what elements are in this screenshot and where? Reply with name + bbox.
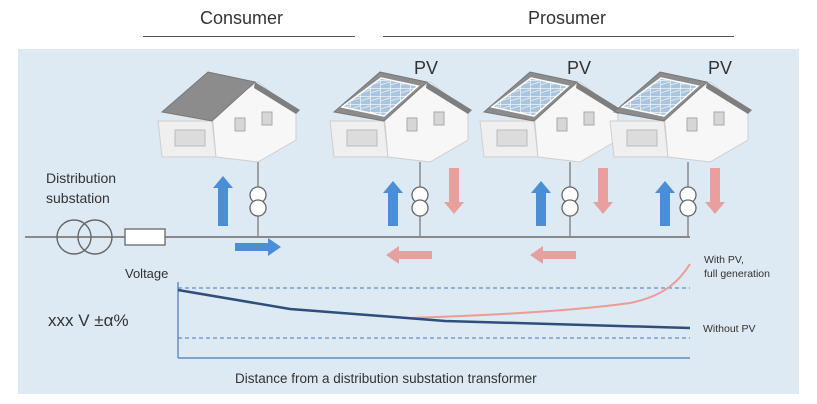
reverse-flow-down-arrow: [705, 168, 725, 214]
power-flow-up-arrow: [383, 181, 403, 226]
pv-label: PV: [414, 58, 439, 78]
substation-label: Distribution substation: [46, 168, 116, 208]
house-prosumer-2: [479, 71, 622, 163]
house-prosumer-1: [329, 71, 472, 163]
without-pv-voltage-curve: [177, 288, 691, 330]
consumer-header-underline: [143, 36, 355, 37]
pv-label: PV: [567, 58, 592, 78]
substation-transformer-icon: [56, 219, 113, 255]
reverse-flow-left-arrow: [530, 246, 576, 264]
house-prosumer-3: [609, 71, 752, 163]
prosumer-header-underline: [383, 36, 734, 37]
nominal-voltage-label: xxx V ±α%: [48, 311, 129, 330]
pole-transformer-icon: [411, 186, 429, 217]
with-pv-legend: With PV, full generation: [704, 253, 770, 281]
pv-label: PV: [708, 58, 733, 78]
breaker-box: [124, 228, 166, 246]
x-axis-label: Distance from a distribution substation …: [235, 371, 537, 386]
pole-transformer-icon: [561, 186, 579, 217]
power-flow-up-arrow: [213, 176, 233, 226]
power-flow-up-arrow: [655, 181, 675, 226]
reverse-flow-down-arrow: [444, 168, 464, 214]
reverse-flow-left-arrow: [386, 246, 432, 264]
house-consumer: [157, 71, 300, 163]
power-flow-right-arrow: [235, 238, 281, 256]
with-pv-voltage-curve: [177, 263, 691, 320]
power-flow-up-arrow: [531, 181, 551, 226]
consumer-header: Consumer: [200, 8, 284, 28]
voltage-label: Voltage: [125, 266, 169, 281]
reverse-flow-down-arrow: [593, 168, 613, 214]
substation-label-line1: Distribution: [46, 170, 117, 186]
pole-transformer-icon: [679, 186, 697, 217]
with-pv-legend-line2: full generation: [704, 268, 770, 280]
with-pv-legend-line1: With PV,: [704, 254, 744, 266]
substation-label-line2: substation: [46, 190, 110, 206]
prosumer-header: Prosumer: [528, 8, 607, 28]
without-pv-legend: Without PV: [703, 323, 756, 335]
pole-transformer-icon: [249, 186, 267, 217]
